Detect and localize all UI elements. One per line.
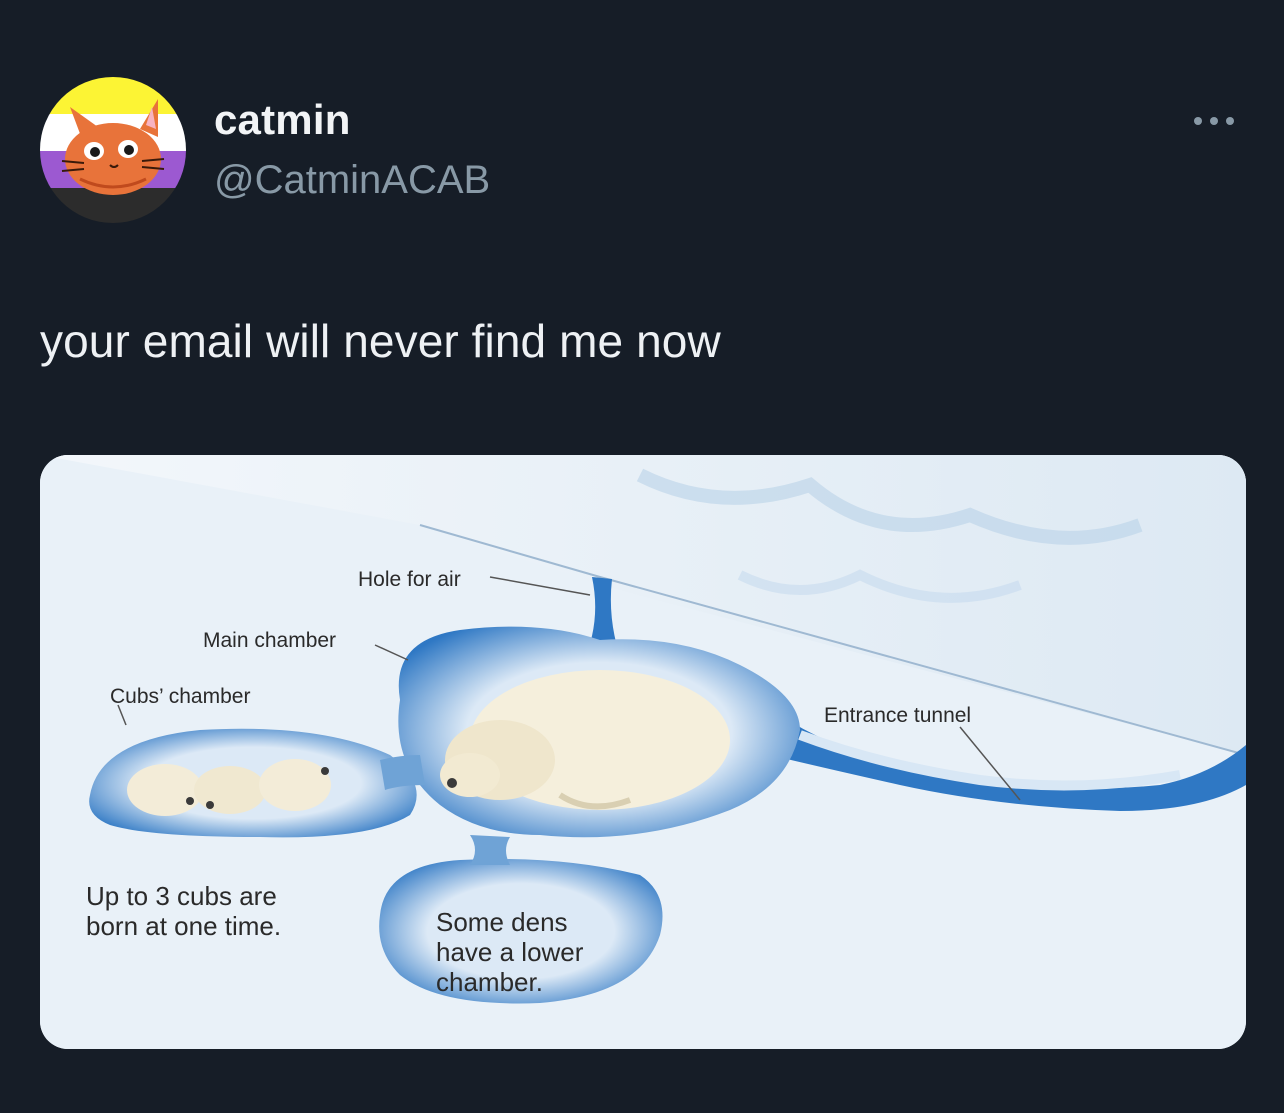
- label-lower-note-line3: chamber.: [436, 967, 543, 997]
- label-cubs-note-line2: born at one time.: [86, 911, 281, 941]
- label-lower-note-line2: have a lower: [436, 937, 584, 967]
- more-options-button[interactable]: [1186, 104, 1242, 138]
- ellipsis-icon: [1194, 117, 1234, 125]
- label-main-chamber: Main chamber: [203, 629, 336, 652]
- label-entrance-tunnel: Entrance tunnel: [824, 704, 971, 727]
- user-handle[interactable]: @CatminACAB: [214, 158, 491, 202]
- display-name[interactable]: catmin: [214, 96, 351, 143]
- label-hole-for-air: Hole for air: [358, 568, 461, 591]
- tweet-text: your email will never find me now: [40, 315, 721, 367]
- tweet-media-image[interactable]: Hole for air Main chamber Cubs’ chamber …: [40, 455, 1246, 1049]
- label-cubs-chamber: Cubs’ chamber: [110, 685, 250, 708]
- avatar[interactable]: [40, 77, 186, 223]
- label-cubs-note-line1: Up to 3 cubs are: [86, 881, 277, 911]
- label-lower-note-line1: Some dens: [436, 907, 568, 937]
- cat-avatar-icon: [40, 77, 186, 223]
- polar-bear-den-illustration: Hole for air Main chamber Cubs’ chamber …: [40, 455, 1246, 1049]
